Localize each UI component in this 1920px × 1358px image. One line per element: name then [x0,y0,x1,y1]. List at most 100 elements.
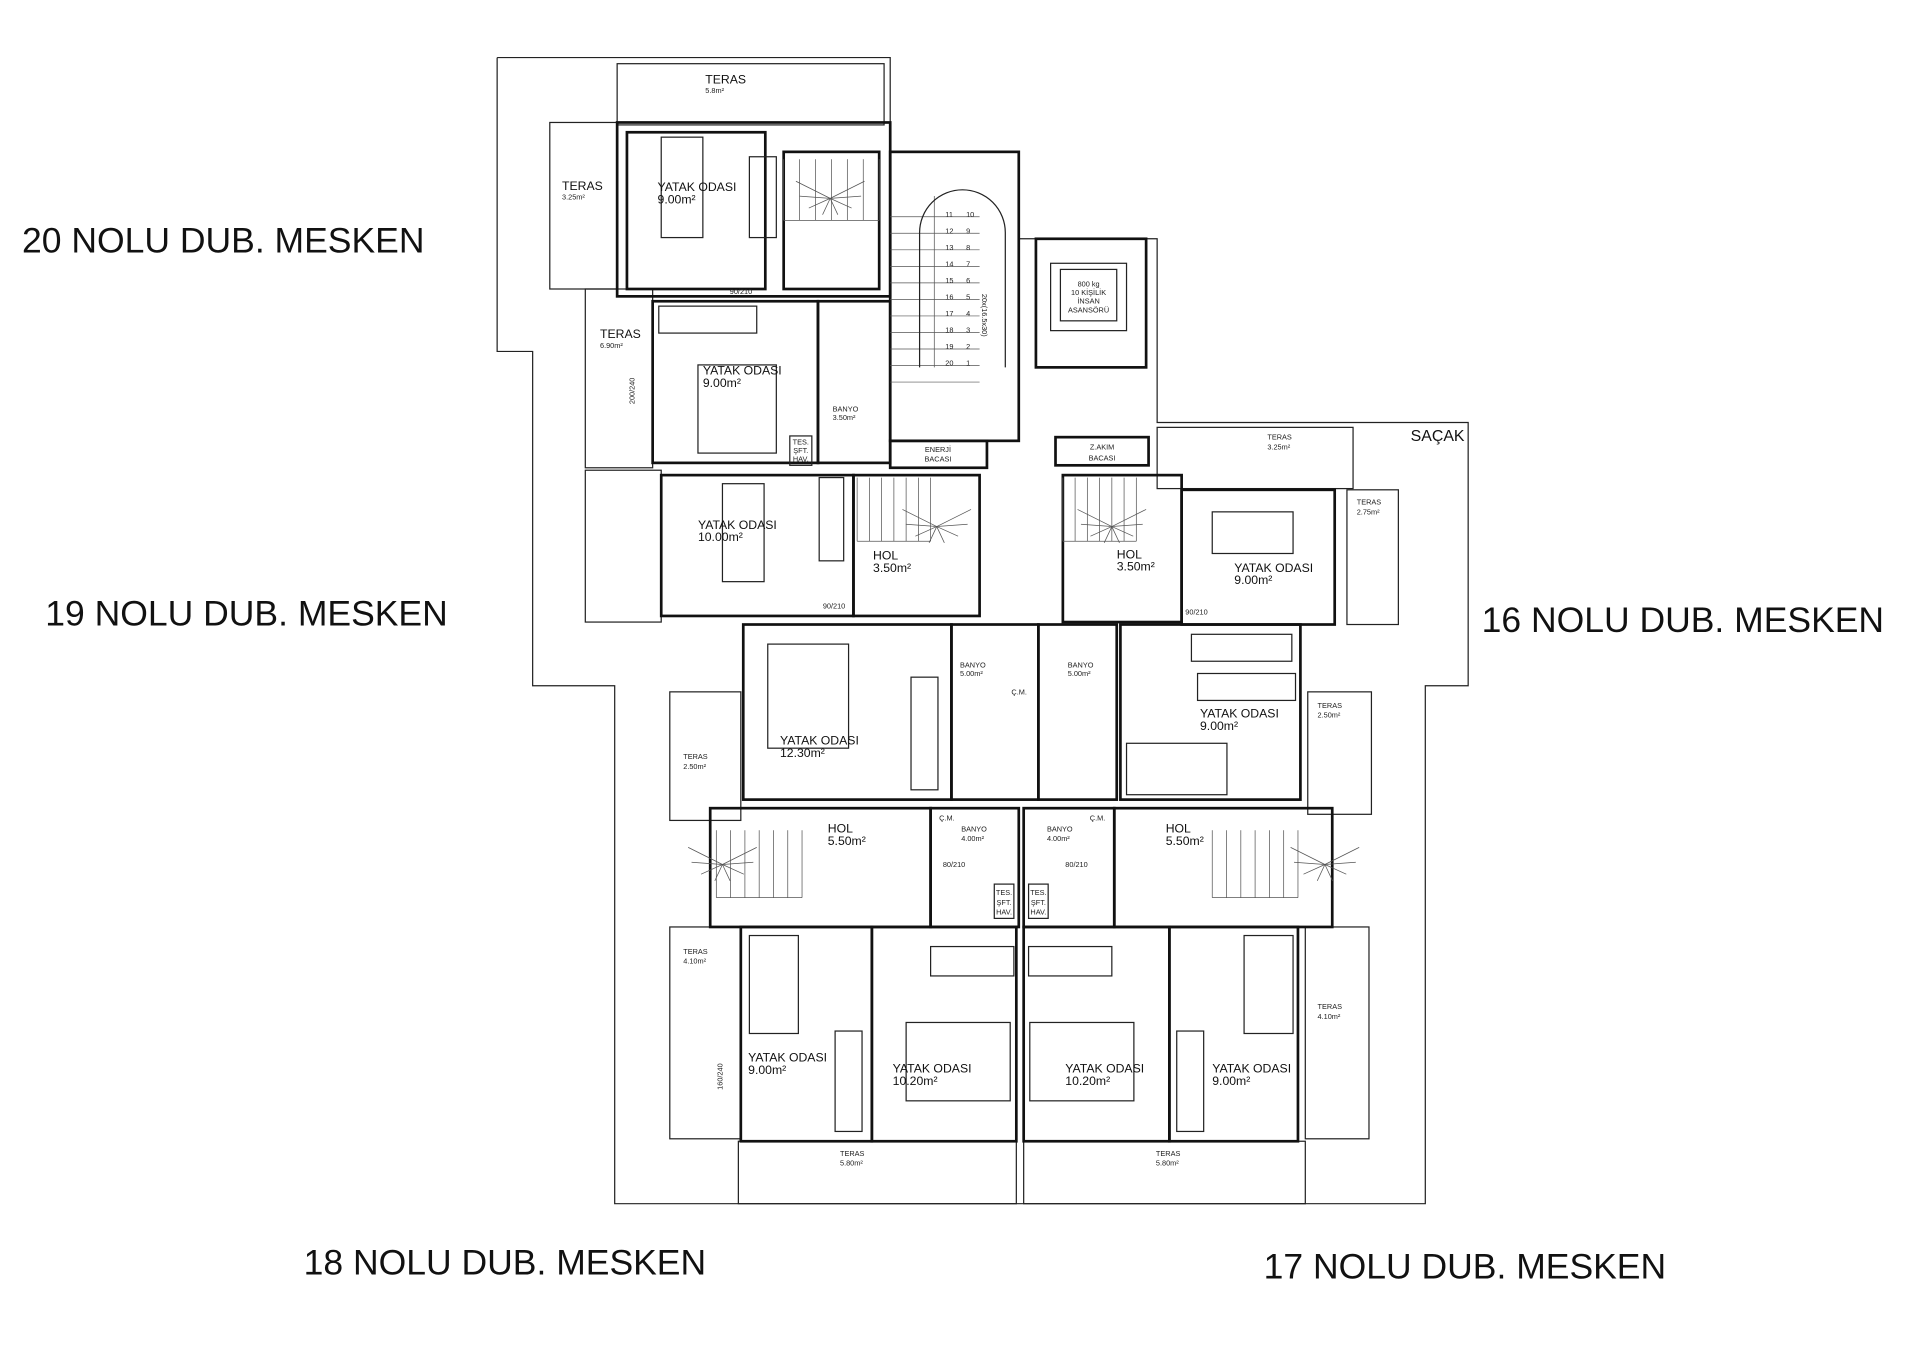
stair-step [830,198,852,209]
room-name: TERAS [683,752,708,761]
unit-label-18: 18 NOLU DUB. MESKEN [304,1243,706,1283]
room-name: TERAS [1318,701,1343,710]
tes-label: TES. [793,438,809,447]
room-name: HOL [1166,822,1191,836]
stair-step [722,861,754,865]
room-area: 3.50m² [833,413,856,422]
wardrobe [1190,633,1293,662]
room-area: 10.00m² [698,530,743,544]
stair-step [1080,523,1112,527]
door-dim: 90/210 [823,602,845,611]
room-name: YATAK ODASI [1065,1062,1144,1076]
room-area: 9.00m² [748,1063,786,1077]
room-area: 9.00m² [658,192,696,206]
tesisat-shaft: TES. ŞFT. HAV. TES. ŞFT. HAV. TES. ŞFT. … [789,435,1049,919]
wardrobe [930,945,1015,977]
room-name: HOL [828,822,853,836]
stair-step [1303,864,1326,875]
hav-label: HAV. [996,908,1012,917]
stair-step [1324,864,1347,875]
stair-step [830,195,862,199]
room-name: YATAK ODASI [698,518,777,532]
stair-number: 4 [966,309,970,318]
tes-label: TES. [996,888,1012,897]
room-area: 4.10m² [1318,1012,1341,1021]
room-area: 3.25m² [1267,442,1290,451]
stair-step [687,847,723,865]
unit-label-17: 17 NOLU DUB. MESKEN [1264,1246,1666,1286]
stair-number: 12 [945,226,953,235]
room-area: 5.80m² [840,1159,863,1168]
room-area: 5.8m² [705,86,724,95]
stair-step [1324,864,1333,881]
stair-number: 2 [966,342,970,351]
room-name: TERAS [1267,433,1292,442]
stair-step [936,509,972,527]
stair-step [1111,509,1147,527]
window-dim: 200/240 [627,378,636,405]
room-name: TERAS [1318,1002,1343,1011]
stair-number: 20 [945,359,953,368]
stair-step [1324,861,1356,865]
room-name: BANYO [960,660,986,669]
room-name: TERAS [562,179,603,193]
sft-label: ŞFT. [793,446,808,455]
unit-label-16: 16 NOLU DUB. MESKEN [1482,600,1884,640]
room-area: 12.30m² [780,746,825,760]
room-area: 9.00m² [703,376,741,390]
door-dim: 90/210 [730,287,752,296]
stair-number: 14 [945,259,953,268]
stair-step [795,180,831,199]
stair-number: 8 [966,243,970,252]
room-area: 9.00m² [1200,719,1238,733]
stair-step [1293,861,1325,865]
room-name: YATAK ODASI [1234,561,1313,575]
room-name: YATAK ODASI [703,364,782,378]
stair-step [936,526,945,543]
room-labels: TERAS 5.8m² TERAS 3.25m² TERAS 6.90m² YA… [562,72,1381,1167]
stair-number: 5 [966,292,970,301]
stair-step [799,195,831,199]
cm-label: Ç.M. [1011,687,1026,696]
room-name: TERAS [1357,498,1382,507]
sacak-label: SAÇAK [1411,428,1465,445]
room-name: BANYO [833,404,859,413]
enerji-duct-label: ENERJİ [925,445,951,454]
wardrobe [748,156,777,239]
wardrobe [1196,672,1297,702]
stair-number: 1 [966,359,970,368]
stair-step [700,864,723,875]
room-area: 5.80m² [1156,1159,1179,1168]
room-name: BANYO [961,824,987,833]
room-area: 5.00m² [1068,669,1091,678]
window-dim: 160/240 [715,1063,724,1090]
stair-number: 17 [945,309,953,318]
stair-step [1290,847,1326,865]
sft-label: ŞFT. [997,898,1012,907]
room-area: 5.50m² [828,834,866,848]
room-area: 4.00m² [1047,834,1070,843]
cm-label: Ç.M. [939,813,954,822]
door-dim: 90/210 [1185,608,1207,617]
bed [748,934,799,1035]
elevator-label: ASANSÖRÜ [1068,305,1109,314]
elevator-persons: 10 KİŞİLİK [1071,288,1106,297]
furniture [658,136,1297,1133]
cm-label: Ç.M. [1090,813,1105,822]
bed [1029,1021,1135,1102]
stair-step [936,523,968,527]
room-area: 4.10m² [683,957,706,966]
room-name: BANYO [1047,824,1073,833]
unit-label-19: 19 NOLU DUB. MESKEN [45,594,447,634]
zakim-duct-label: Z.AKIM [1090,442,1114,451]
stair-step [905,523,937,527]
bed [697,364,777,454]
sft-label: ŞFT. [1031,898,1046,907]
stair-number: 7 [966,259,970,268]
bed [721,483,765,583]
stair-step [936,526,959,537]
stair-number: 16 [945,292,953,301]
hav-label: HAV. [793,455,809,464]
stair-step [722,864,731,881]
room-name: YATAK ODASI [748,1051,827,1065]
